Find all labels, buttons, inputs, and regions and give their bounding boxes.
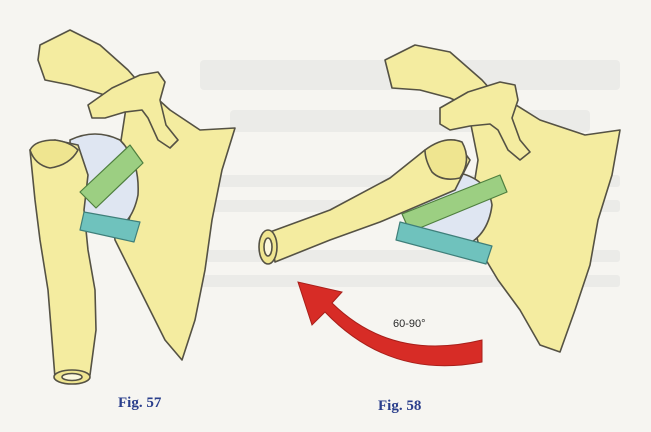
fig57-coracoid [87, 71, 179, 149]
fig57-tuberosity [29, 139, 79, 169]
rotation-arrow [297, 281, 483, 367]
fig58-tuberosity [424, 139, 468, 180]
fig57-ligament-teal [79, 211, 141, 243]
fig57-ligament-green [79, 144, 144, 209]
fig57-shoulder [29, 29, 236, 385]
rotation-angle-label: 60-90° [393, 318, 426, 330]
rotation-arrow-body [297, 281, 483, 367]
fig57-caption: Fig. 57 [118, 395, 162, 411]
fig58-shoulder [258, 44, 621, 353]
fig57-humerus-canal [61, 372, 83, 382]
fig58-scapula [469, 94, 621, 353]
fig57-humerus [29, 139, 97, 379]
fig58-humerus-canal [263, 237, 273, 257]
fig58-coracoid [439, 81, 531, 161]
fig58-ligament-teal [395, 221, 493, 265]
fig58-caption: Fig. 58 [378, 398, 422, 414]
